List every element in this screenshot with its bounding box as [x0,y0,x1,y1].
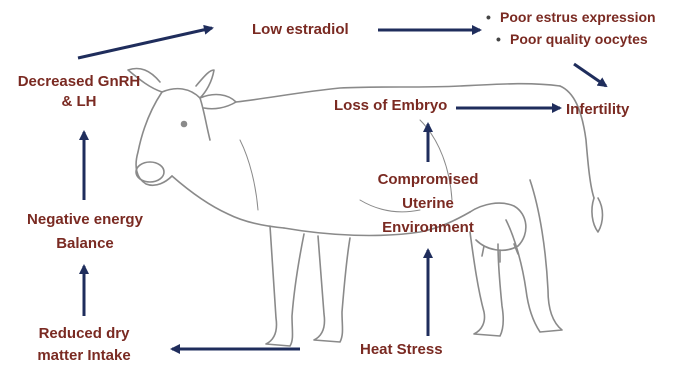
arrow-oocytes-to-infertility [574,64,606,86]
reduced-dry-line1: Reduced dry [14,324,154,344]
loss-of-embryo-label: Loss of Embryo [334,96,447,116]
compromised-line3: Environment [372,218,484,238]
reduced-dry-matter-label: Reduced dry matter Intake [14,324,154,366]
outcome-bullet-list: Poor estrus expression Poor quality oocy… [486,6,656,50]
compromised-line2: Uterine [372,194,484,214]
compromised-uterine-label: Compromised Uterine Environment [372,170,484,238]
decreased-gnrh-line2: & LH [4,92,154,112]
heat-stress-label: Heat Stress [360,340,443,360]
arrow-gnrh-to-estradiol [78,28,212,58]
negative-energy-label: Negative energy Balance [10,210,160,254]
decreased-gnrh-line1: Decreased GnRH [4,72,154,92]
reduced-dry-line2: matter Intake [14,346,154,366]
poor-oocytes-item: Poor quality oocytes [486,28,656,50]
infertility-label: Infertility [566,100,629,120]
negative-energy-line2: Balance [10,234,160,254]
low-estradiol-label: Low estradiol [252,20,349,40]
decreased-gnrh-label: Decreased GnRH & LH [4,72,154,112]
poor-estrus-item: Poor estrus expression [486,6,656,28]
compromised-line1: Compromised [372,170,484,190]
negative-energy-line1: Negative energy [10,210,160,230]
